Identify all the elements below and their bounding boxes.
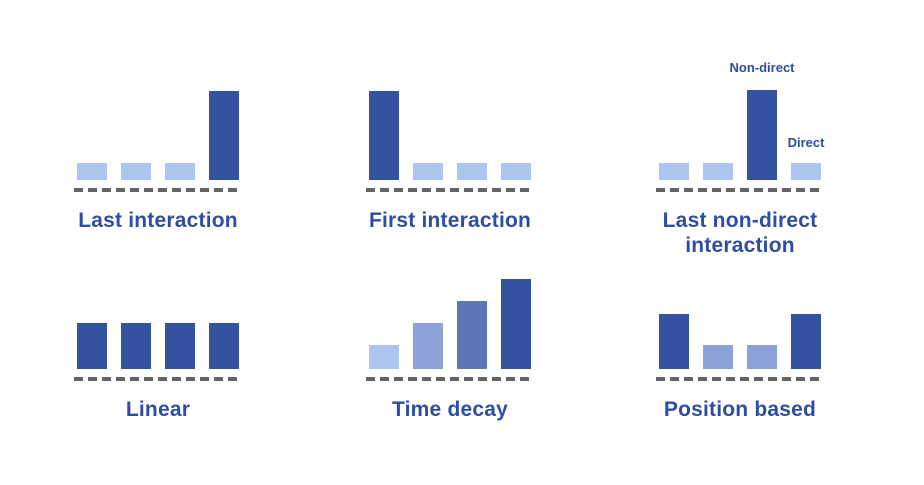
- bar-touchpoint-3: [457, 301, 487, 369]
- bar-touchpoint-3: [747, 90, 777, 180]
- bar-touchpoint-2: [121, 163, 151, 180]
- bar-chart-last-interaction: [48, 70, 268, 180]
- bar-touchpoint-1: [77, 163, 107, 180]
- bar-touchpoint-2: [703, 345, 733, 369]
- bar-chart-first-interaction: [340, 70, 560, 180]
- bar-touchpoint-3: [165, 163, 195, 180]
- bar-touchpoint-3: [457, 163, 487, 180]
- bar-touchpoint-4: [791, 314, 821, 369]
- bar-touchpoint-2: [413, 163, 443, 180]
- chart-title: First interaction: [368, 209, 532, 232]
- bar-touchpoint-4: [501, 279, 531, 369]
- panel-last-non-direct-interaction: Non-direct Direct Last non-direct intera…: [630, 60, 850, 258]
- bar-touchpoint-3: [747, 345, 777, 369]
- annotation-non-direct: Non-direct: [729, 60, 795, 75]
- bar-touchpoint-1: [659, 163, 689, 180]
- bar-touchpoint-1: [369, 91, 399, 180]
- dashed-baseline: [656, 377, 824, 381]
- dashed-baseline: [74, 377, 242, 381]
- chart-title: Linear: [125, 398, 191, 421]
- chart-title: Last non-direct interaction: [662, 209, 818, 258]
- annotation-direct: Direct: [787, 135, 825, 150]
- dashed-baseline: [656, 188, 824, 192]
- bar-touchpoint-4: [209, 91, 239, 180]
- chart-title: Position based: [663, 398, 817, 421]
- panel-time-decay: Time decay: [340, 269, 560, 422]
- panel-first-interaction: First interaction: [340, 70, 560, 233]
- bar-chart-last-non-direct-interaction: Non-direct Direct: [630, 60, 850, 180]
- bar-chart-time-decay: [340, 269, 560, 369]
- bar-touchpoint-2: [413, 323, 443, 369]
- bar-touchpoint-2: [703, 163, 733, 180]
- dashed-baseline: [366, 188, 534, 192]
- bar-chart-position-based: [630, 269, 850, 369]
- bar-touchpoint-1: [77, 323, 107, 369]
- bar-touchpoint-4: [209, 323, 239, 369]
- bar-touchpoint-4: [501, 163, 531, 180]
- bar-touchpoint-1: [369, 345, 399, 369]
- panel-linear: Linear: [48, 269, 268, 422]
- dashed-baseline: [74, 188, 242, 192]
- panel-last-interaction: Last interaction: [48, 70, 268, 233]
- bar-touchpoint-2: [121, 323, 151, 369]
- panel-position-based: Position based: [630, 269, 850, 422]
- bar-touchpoint-1: [659, 314, 689, 369]
- chart-title: Last interaction: [78, 209, 238, 232]
- bar-chart-linear: [48, 269, 268, 369]
- dashed-baseline: [366, 377, 534, 381]
- bar-touchpoint-4: [791, 163, 821, 180]
- chart-title: Time decay: [391, 398, 508, 421]
- bar-touchpoint-3: [165, 323, 195, 369]
